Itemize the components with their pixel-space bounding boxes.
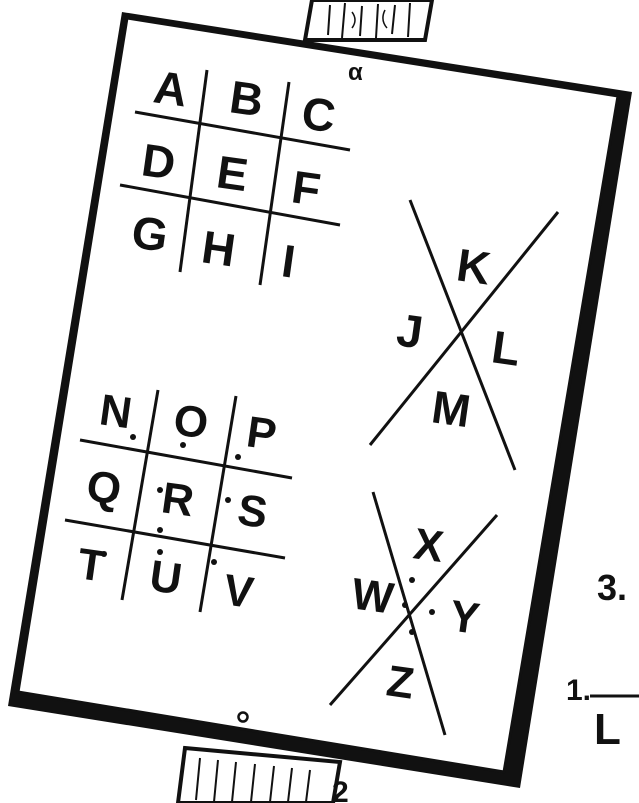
corner-mark: α <box>348 59 363 86</box>
grid-one-letter: G <box>129 205 172 261</box>
margin-mark-letter-l: L <box>594 705 621 754</box>
grid-two-letter: R <box>159 473 197 526</box>
x-one-letter-bottom: M <box>429 380 474 437</box>
wooden-post-bottom <box>178 748 340 803</box>
grid-two-letter: O <box>171 395 212 448</box>
grid-two-letter: U <box>147 551 185 604</box>
wooden-post-top <box>305 0 432 40</box>
margin-mark-three: 3. <box>597 567 627 608</box>
margin-mark-two: 2 <box>332 776 349 803</box>
x-two-letter-left: W <box>349 569 397 623</box>
grid-two-letter: Q <box>84 461 125 514</box>
margin-mark-one: 1. <box>566 674 591 707</box>
grid-two-letter: N <box>97 385 135 438</box>
